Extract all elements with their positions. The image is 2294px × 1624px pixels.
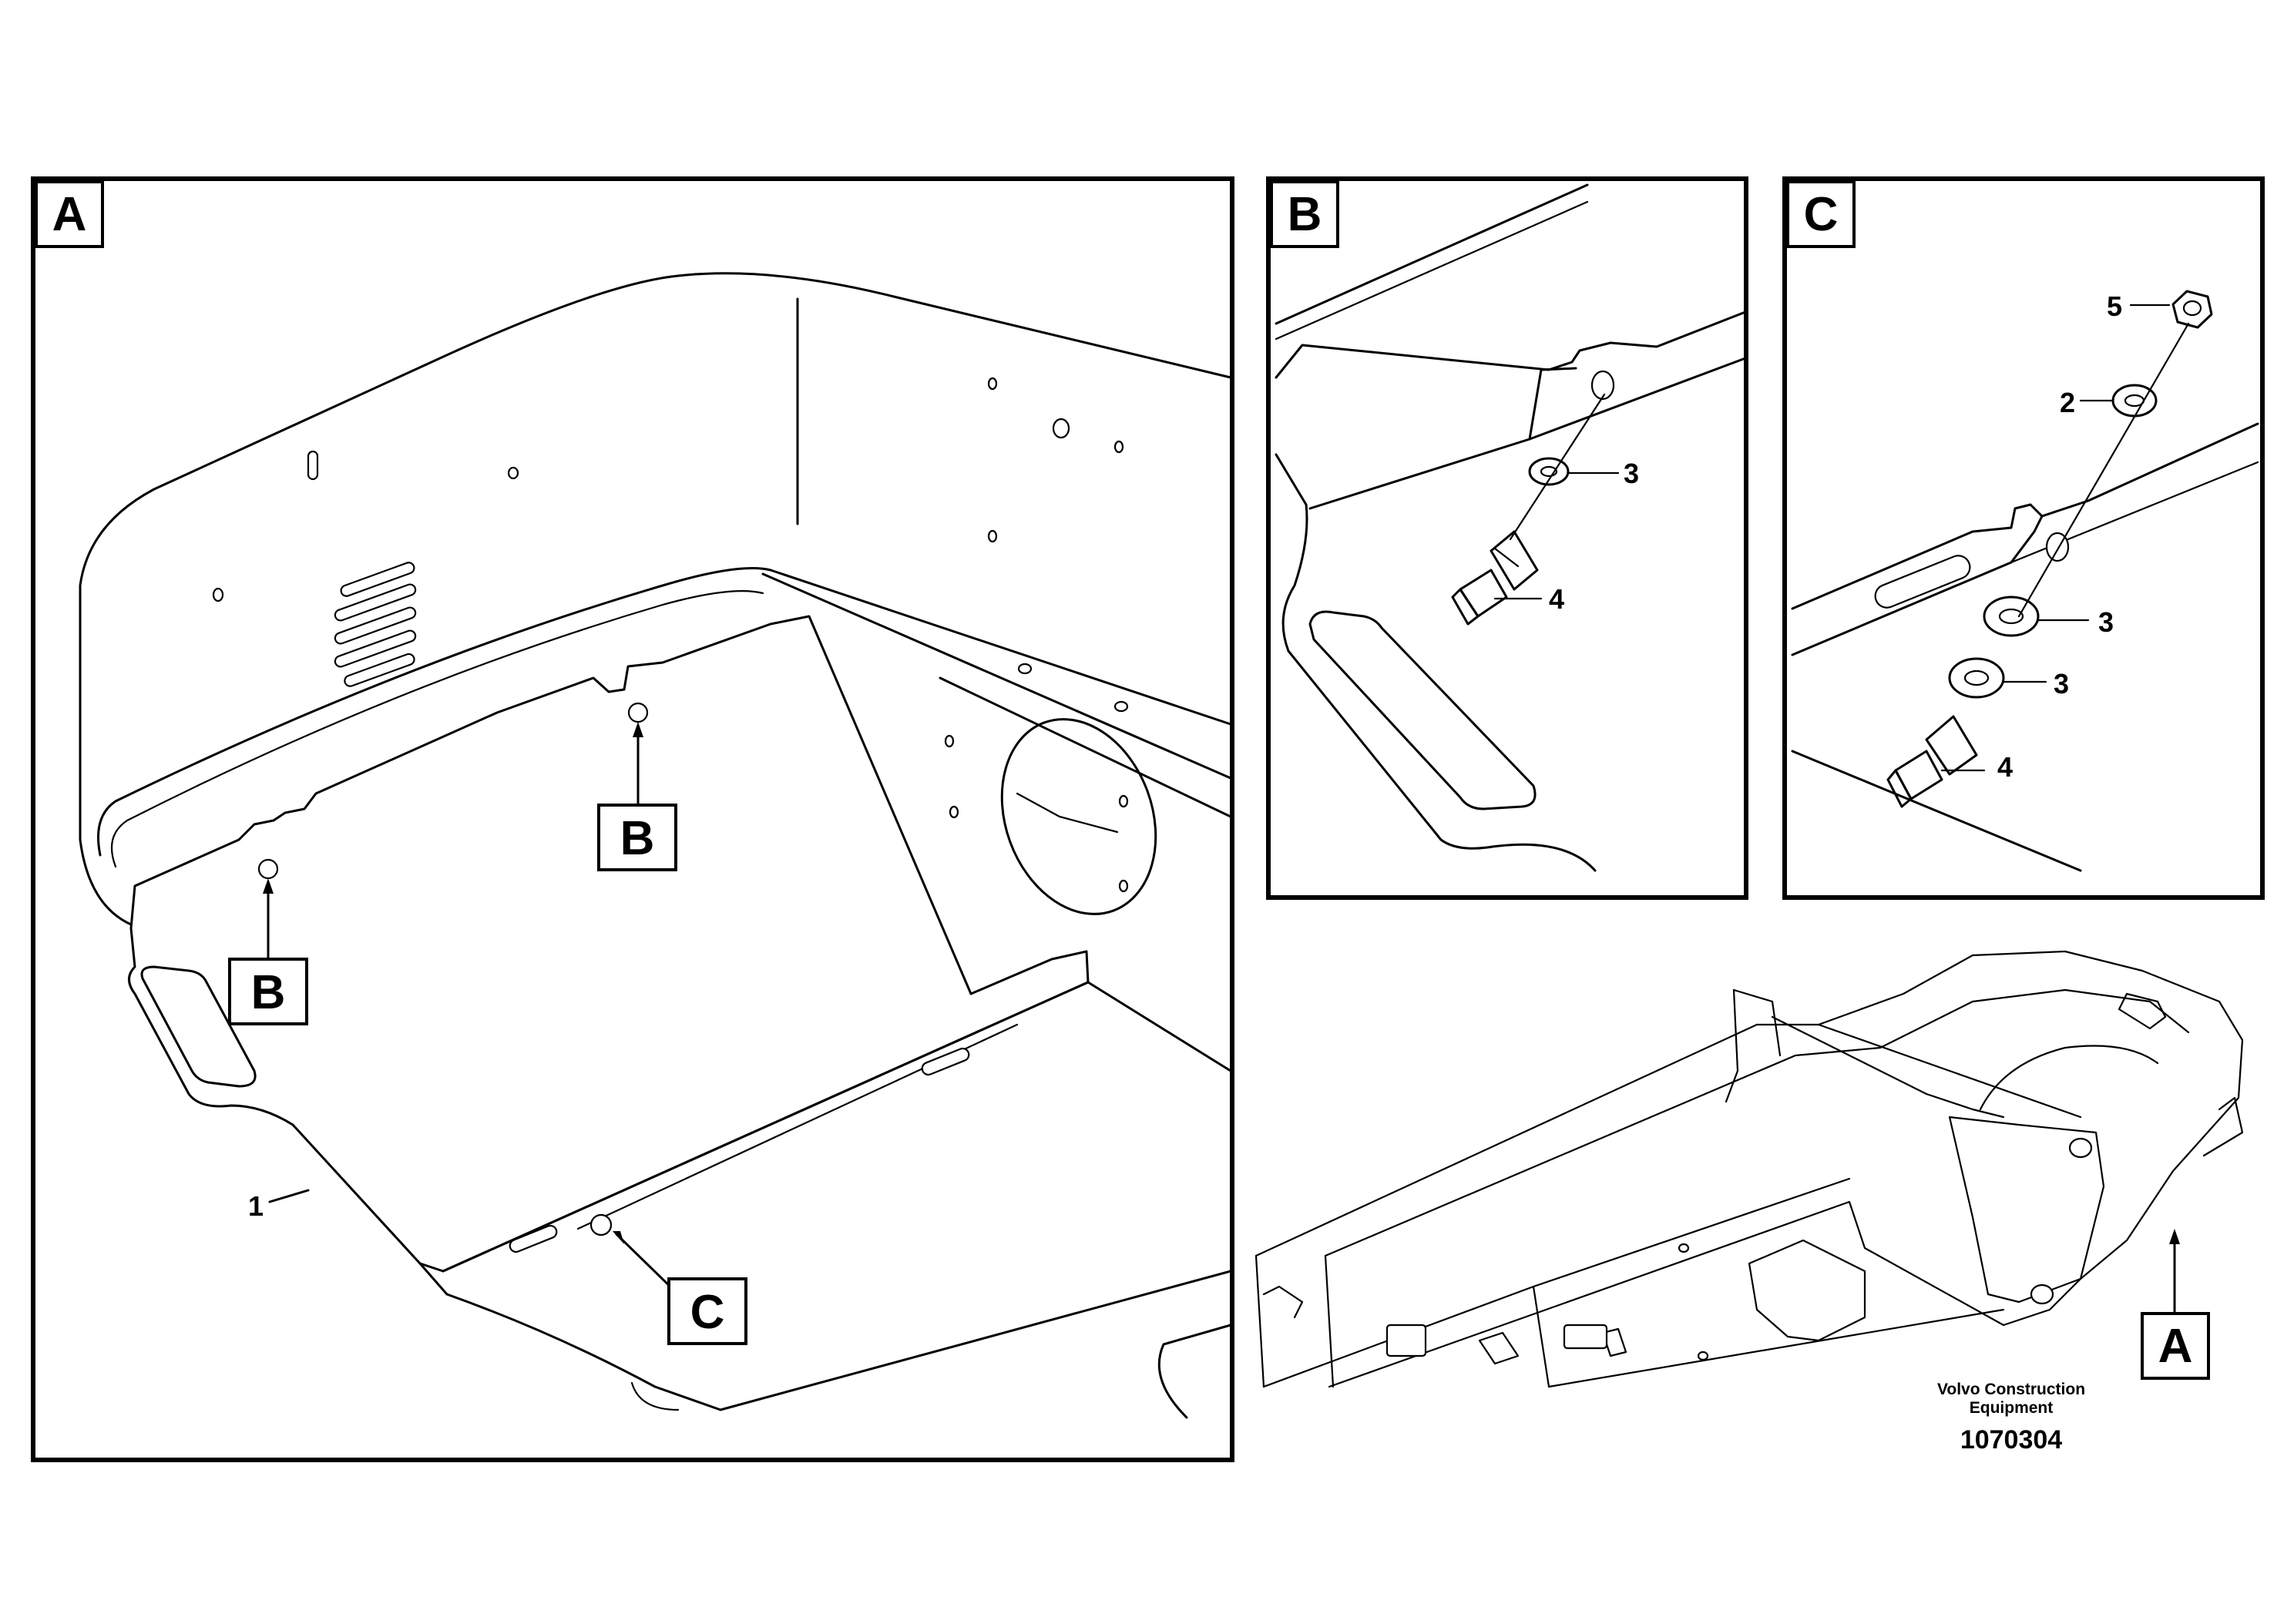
part-number-b-bolt: 4 (1549, 583, 1564, 615)
panel-c-tag: C (1804, 188, 1839, 241)
overview-callout-a-box (2141, 1312, 2210, 1380)
panel-a-tag-box (35, 180, 104, 248)
panel-b-tag-box (1270, 180, 1339, 248)
panel-c-tag-box (1786, 180, 1856, 248)
part-number-c-spacer-lower: 3 (2054, 668, 2069, 700)
illustration-number: 1070304 (1960, 1425, 2062, 1455)
callout-b-upper: B (620, 812, 655, 865)
overview-callout-a: A (2158, 1320, 2193, 1373)
panel-c (1782, 176, 2265, 900)
callout-c-box (667, 1277, 747, 1345)
part-number-c-spacer-upper: 3 (2098, 606, 2114, 638)
panel-b (1266, 176, 1748, 900)
callout-b-upper-box (597, 804, 677, 871)
caption-company-line1: Volvo Construction (1937, 1381, 2085, 1398)
callout-b-lower-box (228, 958, 308, 1025)
part-number-c-bolt: 4 (1997, 751, 2013, 783)
panel-a-tag: A (52, 188, 87, 241)
part-number-cover: 1 (248, 1190, 264, 1222)
callout-c: C (690, 1286, 725, 1339)
part-number-b-washer: 3 (1624, 458, 1639, 489)
part-number-c-washer: 2 (2060, 387, 2075, 418)
overview-frame-illustration (1254, 950, 2244, 1388)
part-number-c-nut: 5 (2107, 290, 2122, 322)
panel-b-tag: B (1288, 188, 1322, 241)
caption-company-line2: Equipment (1970, 1399, 2054, 1417)
panel-a (31, 176, 1234, 1462)
callout-b-lower: B (251, 966, 286, 1019)
